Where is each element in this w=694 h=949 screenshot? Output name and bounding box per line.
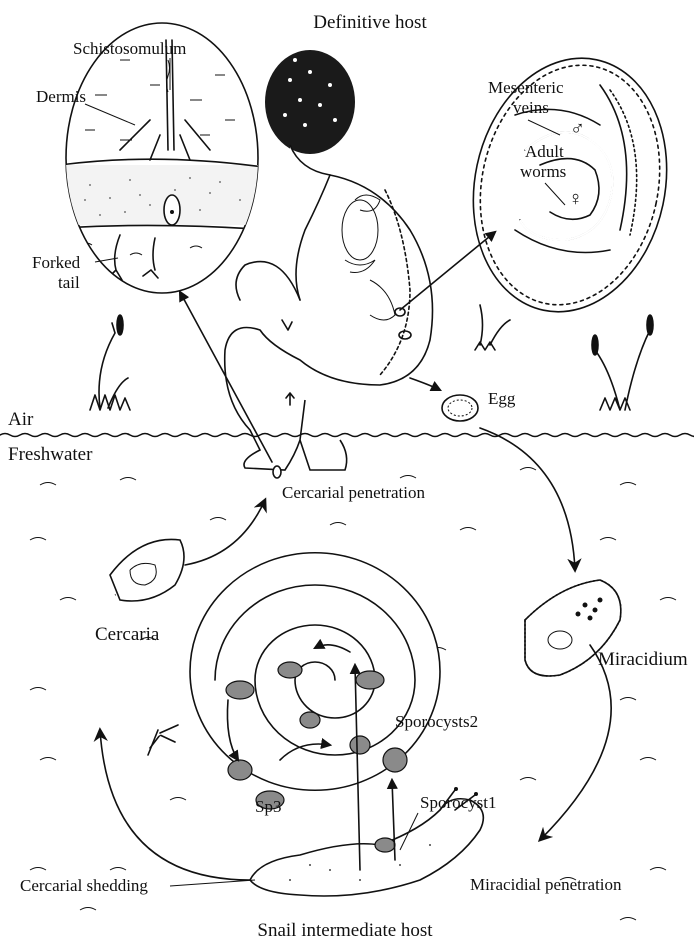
label-cercarial-penetration: Cercarial penetration [282,483,426,502]
plant-right [592,315,653,410]
cercaria-figure [75,539,184,755]
male-symbol: ♂ [570,118,585,140]
label-freshwater: Freshwater [8,444,93,465]
label-adult: Adult [525,142,564,161]
mesenteric-inset [450,40,689,330]
label-sp3: Sp3 [255,797,281,816]
female-symbol: ♀ [568,188,583,210]
water-surface [0,434,694,437]
egg-shape [442,395,478,421]
label-egg: Egg [488,389,516,408]
label-cercaria: Cercaria [95,624,160,645]
human-figure [225,50,433,470]
label-cercarial-shedding: Cercarial shedding [20,876,148,895]
label-forked: Forked [32,253,81,272]
label-mesenteric: Mesenteric [488,78,564,97]
label-miracidium: Miracidium [598,649,688,670]
label-veins: veins [513,98,549,117]
label-sporocyst1: Sporocyst1 [420,793,497,812]
skin-inset [60,23,270,293]
title-definitive-host: Definitive host [313,12,427,33]
label-sporocysts2: Sporocysts2 [395,712,478,731]
title-snail-host: Snail intermediate host [257,920,433,941]
label-worms: worms [520,162,566,181]
label-tail: tail [58,273,80,292]
label-schistosomulum: Schistosomulum [73,39,186,58]
label-air: Air [8,409,34,430]
label-miracidial-penetration: Miracidial penetration [470,875,622,894]
plant-mid [475,305,510,350]
label-dermis: Dermis [36,87,86,106]
plant-left [90,315,130,410]
